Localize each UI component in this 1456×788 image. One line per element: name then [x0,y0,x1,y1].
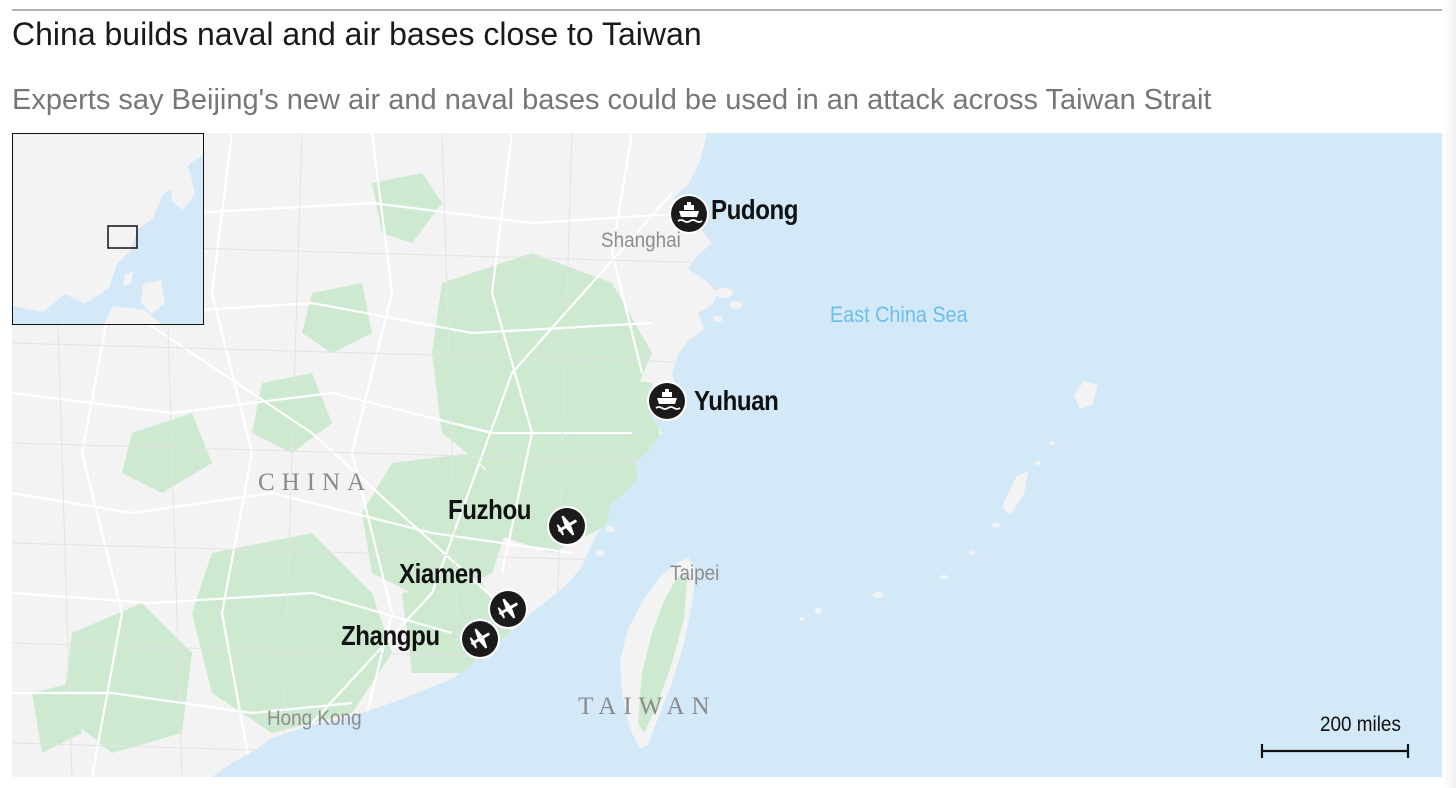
taiwan-country-label: TAIWAN [578,693,717,720]
zhangpu-label: Zhangpu [341,620,440,651]
shanghai-label: Shanghai [601,229,681,252]
coastal-islands [596,288,742,556]
top-divider [12,9,1442,11]
page-edge-shadow [1442,0,1456,788]
map-basemap [12,133,1410,777]
zhangpu-air-base-marker[interactable] [462,621,498,657]
pudong-label: Pudong [711,194,799,225]
xiamen-label: Xiamen [399,558,483,589]
scale-bar-label: 200 miles [1320,713,1401,736]
fuzhou-label: Fuzhou [448,494,532,525]
page-title: China builds naval and air bases close t… [12,16,702,52]
yuhuan-label: Yuhuan [694,385,779,416]
ship-icon [677,202,703,223]
yuhuan-naval-base-marker[interactable] [649,383,685,419]
xiamen-air-base-marker[interactable] [490,591,526,627]
hong-kong-label: Hong Kong [267,707,362,730]
vegetation-areas [32,173,662,753]
ryukyu-islands [799,381,1098,621]
taipei-label: Taipei [670,562,720,585]
east-china-sea-label: East China Sea [830,302,968,327]
china-country-label: CHINA [258,469,373,496]
airplane-icon [469,628,490,649]
airplane-icon [497,598,518,619]
page-subtitle: Experts say Beijing's new air and naval … [12,84,1212,116]
ship-icon [655,389,681,410]
scale-bar [1260,744,1410,758]
airplane-icon [556,515,577,536]
map-container[interactable]: Pudong Yuhuan Fuzhou Xiamen Zhangpu Shan… [12,133,1442,777]
road-network [12,133,693,777]
locator-inset-map [12,133,204,325]
pudong-naval-base-marker[interactable] [671,196,707,232]
fuzhou-air-base-marker[interactable] [549,508,585,544]
